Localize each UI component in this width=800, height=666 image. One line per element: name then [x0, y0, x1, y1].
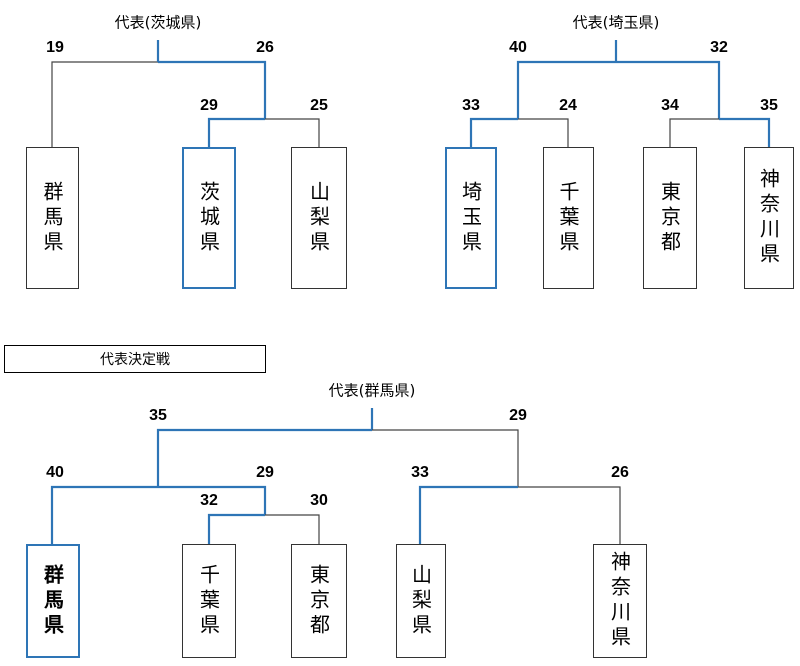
score-label: 26: [256, 39, 274, 56]
bracket-line-kanagawa-2: [518, 486, 621, 544]
score-label: 35: [760, 97, 778, 114]
score-label: 40: [46, 464, 64, 481]
bracket-line-ibaraki: [207, 117, 265, 147]
bracket-line-chiba-1: [518, 118, 569, 147]
score-label: 19: [46, 39, 64, 56]
team-name: 埼玉県: [458, 180, 483, 256]
team-name: 群馬県: [40, 563, 65, 639]
team-name: 山梨県: [408, 563, 433, 639]
team-name: 千葉県: [196, 563, 221, 639]
bracket-line-final-left: [156, 428, 372, 487]
bracket-line-gunma-1: [51, 61, 158, 147]
bracket-line-semi-r2: [616, 60, 721, 119]
team-box-yamanashi-final: 山梨県: [396, 544, 446, 658]
team-box-kanagawa-final: 神奈川県: [593, 544, 647, 658]
team-name: 東京都: [306, 563, 331, 639]
score-label: 24: [559, 97, 577, 114]
team-name: 神奈川県: [756, 168, 781, 268]
bracket-line-semi-r1: [516, 60, 616, 119]
team-box-ibaraki: 茨城県: [182, 147, 236, 289]
team-name: 千葉県: [556, 180, 580, 256]
score-label: 32: [710, 39, 728, 56]
team-box-saitama: 埼玉県: [445, 147, 497, 289]
team-box-yamanashi: 山梨県: [291, 147, 347, 289]
bracket-line-saitama: [469, 117, 518, 147]
bracket-line-kanagawa-1: [719, 117, 771, 147]
bracket-title-left: 代表(茨城県): [114, 13, 202, 32]
score-label: 29: [200, 97, 218, 114]
score-label: 40: [509, 39, 527, 56]
team-box-kanagawa: 神奈川県: [744, 147, 794, 289]
team-name: 群馬県: [40, 180, 64, 256]
team-box-chiba: 千葉県: [543, 147, 594, 289]
score-label: 33: [411, 464, 429, 481]
score-label: 25: [310, 97, 328, 114]
team-name: 神奈川県: [607, 551, 632, 651]
score-label: 32: [200, 492, 218, 509]
team-box-gunma-final: 群馬県: [26, 544, 80, 658]
bracket-line-sub-l: [158, 485, 267, 515]
bracket-line-chiba-2: [207, 513, 265, 544]
bracket-line-yamanashi-1: [265, 118, 320, 147]
score-label: 26: [611, 464, 629, 481]
team-name: 茨城県: [196, 180, 221, 256]
bracket-line-final-right: [372, 429, 519, 487]
bracket-title-right: 代表(埼玉県): [572, 13, 660, 32]
team-box-chiba-final: 千葉県: [182, 544, 236, 658]
bracket-title-final: 代表(群馬県): [328, 381, 416, 400]
score-label: 29: [256, 464, 274, 481]
score-label: 29: [509, 407, 527, 424]
final-banner: 代表決定戦: [4, 345, 266, 373]
team-name: 山梨県: [306, 180, 331, 256]
bracket-line-semi-l: [158, 60, 267, 119]
score-label: 34: [661, 97, 679, 114]
team-name: 東京都: [657, 180, 682, 256]
bracket-line-gunma-2: [50, 485, 158, 544]
team-box-gunma: 群馬県: [26, 147, 79, 289]
score-label: 35: [149, 407, 167, 424]
team-box-tokyo: 東京都: [643, 147, 697, 289]
team-box-tokyo-final: 東京都: [291, 544, 347, 658]
bracket-line-tokyo-2: [265, 514, 320, 544]
score-label: 33: [462, 97, 480, 114]
score-label: 30: [310, 492, 328, 509]
bracket-line-yamanashi-2: [418, 485, 518, 544]
bracket-line-tokyo-1: [669, 118, 719, 147]
